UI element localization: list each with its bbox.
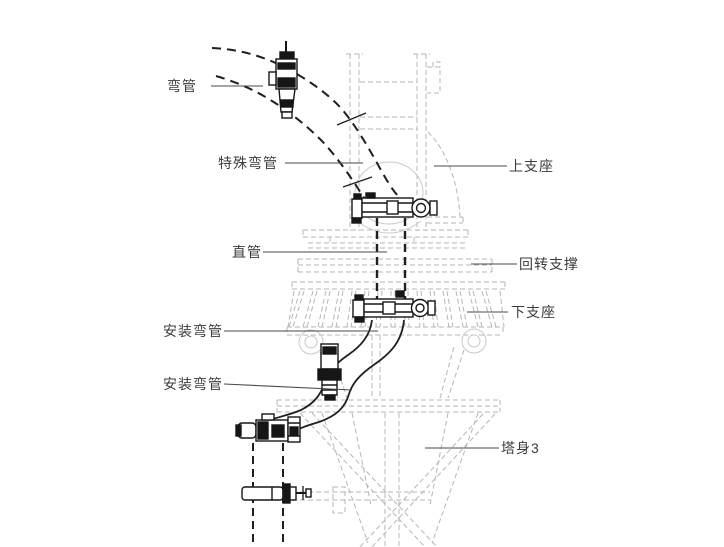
pin-joint-left-inner <box>304 335 318 349</box>
clamp2-nub <box>395 290 405 298</box>
slewing-ring-band <box>297 258 493 273</box>
clamp-top-band1 <box>277 62 296 70</box>
label-slewing-support: 回转支撑 <box>519 256 579 272</box>
pipe-clamps <box>235 41 438 504</box>
label-straight-pipe: 直管 <box>232 244 262 260</box>
platform-flange-1 <box>302 229 469 243</box>
clamp3-top-band <box>322 346 337 355</box>
clamp-install-bend-vertical <box>317 343 342 401</box>
clamp2-center-block <box>382 301 396 315</box>
label-tower-body-3: 塔身3 <box>501 440 540 456</box>
clamp4-dark2 <box>271 424 285 438</box>
straight-pipe-dashed <box>375 218 407 301</box>
clamp1-flange-inner <box>415 202 427 214</box>
clamp4-top-nub <box>261 413 275 421</box>
clamp2-left-top <box>354 294 364 301</box>
lower-support-legs <box>319 335 465 399</box>
tower3-horizontal-members <box>300 491 430 501</box>
bend-pipe-dashed-inner <box>215 75 366 200</box>
upper-tower-braces <box>360 81 417 130</box>
clamp1-left-top <box>353 193 362 200</box>
clamp4-right-dark <box>289 426 299 436</box>
clamp2-end-cap <box>427 300 436 316</box>
clamp-install-bend-horizontal <box>235 413 301 443</box>
clamp-lower-coupling <box>352 290 436 323</box>
leader-lines <box>211 85 517 449</box>
pin-joint-left-outer <box>298 329 324 355</box>
label-special-bend-pipe: 特殊弯管 <box>218 155 278 171</box>
clamp2-left-bottom <box>354 316 365 323</box>
tower3-legs <box>321 412 479 547</box>
fitting-cylinder <box>241 486 284 501</box>
clamp2-left-bracket <box>352 299 365 318</box>
elbow-housing-arc <box>356 220 422 234</box>
clamp-top-tab <box>268 71 277 86</box>
pin-joint-right-outer <box>461 328 487 354</box>
clamp1-left-bracket <box>351 198 363 219</box>
fitting-collar <box>289 486 297 501</box>
leader-install-bend-pipe-lower <box>223 383 353 391</box>
bottom-outlet-fitting <box>241 483 312 504</box>
clamp1-center-block <box>386 200 399 215</box>
pipe-joint-ticks <box>336 112 373 188</box>
label-install-bend-pipe-lower: 安装弯管 <box>163 376 223 392</box>
upper-tower-legs <box>349 54 427 231</box>
clamp3-lower <box>321 379 338 396</box>
clamp1-nub <box>365 192 376 199</box>
upper-support-shelf <box>427 216 464 224</box>
lower-support-flange <box>276 399 501 413</box>
clamp1-end-cap <box>429 200 438 216</box>
fitting-stub-end <box>305 488 312 498</box>
clamp-upper-coupling <box>351 192 438 224</box>
rib-cone-bottom-flange <box>286 326 504 336</box>
label-bend-pipe: 弯管 <box>167 78 197 94</box>
elbow-housing-ellipse <box>354 161 424 225</box>
clamp1-left-bottom <box>351 217 362 224</box>
platform-flange-2 <box>308 242 466 249</box>
upper-support-gusset <box>427 131 461 217</box>
tower3-bracket <box>332 486 346 514</box>
clamp-top-bend-pipe <box>268 41 298 119</box>
clamp2-flange-inner <box>415 303 425 313</box>
label-install-bend-pipe-upper: 安装弯管 <box>163 323 223 339</box>
clamp3-foot <box>324 394 336 401</box>
fitting-flange <box>282 483 291 504</box>
upper-tower-bracket <box>427 61 441 94</box>
bend-pipe-dashed-outer <box>211 47 400 198</box>
clamp4-dark1 <box>257 421 269 440</box>
clamp3-mid-band <box>317 368 342 381</box>
label-upper-support: 上支座 <box>509 158 554 174</box>
label-lower-support: 下支座 <box>511 304 556 320</box>
tower3-diagonal-braces <box>299 412 496 547</box>
clamp-top-foot <box>281 111 293 119</box>
rib-cone-edges <box>287 290 505 328</box>
elbow-housing-arcs <box>298 161 487 355</box>
clamp4-right-lines <box>288 422 300 437</box>
bottom-pipe-dashed <box>252 443 284 546</box>
clamp-top-band3 <box>280 99 294 108</box>
slewing-ring-lower-band <box>291 281 506 290</box>
pin-joint-right-inner <box>467 334 481 348</box>
clamp-top-band2 <box>277 77 296 88</box>
install-bend-pipe-curve-right <box>286 319 405 442</box>
clamp3-lower-lines <box>322 384 337 391</box>
clamp4-left-dark <box>235 424 242 437</box>
pipe-lines <box>211 47 407 546</box>
clamp-top-cap <box>279 51 295 60</box>
